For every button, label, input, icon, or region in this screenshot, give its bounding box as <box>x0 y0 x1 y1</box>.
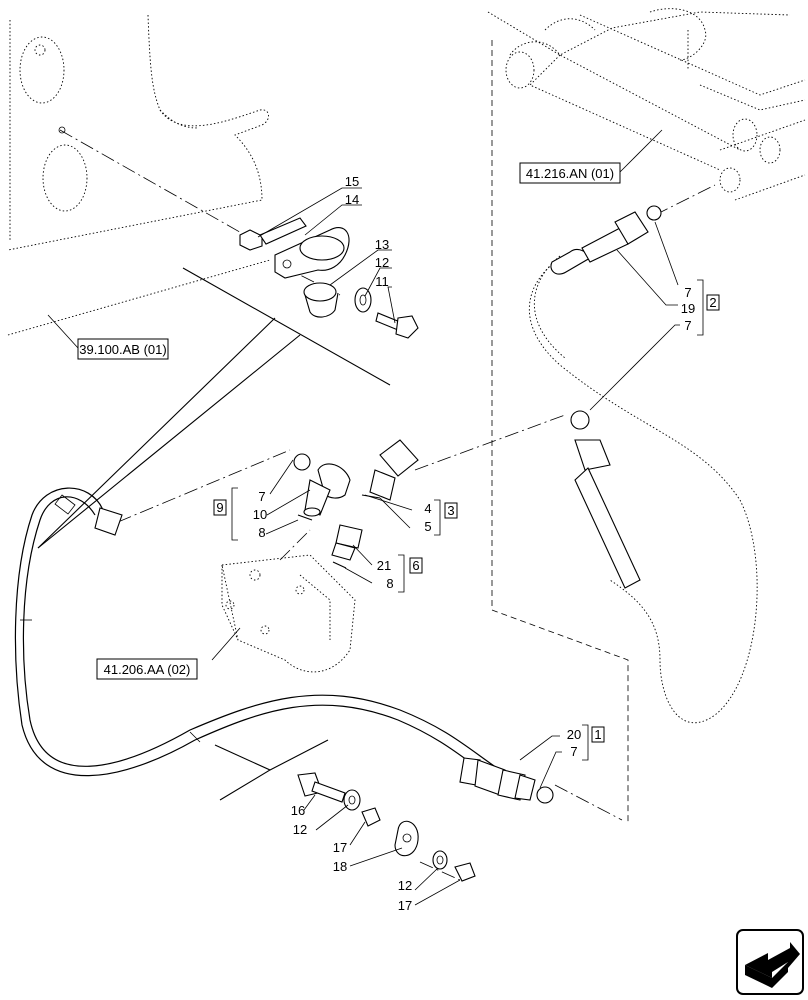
hose-end-fittings <box>94 507 536 801</box>
group-box-1 <box>591 726 605 743</box>
ref-box-39-100[interactable]: 39.100.AB (01) <box>77 338 169 360</box>
callout-12: 12 <box>375 255 389 270</box>
leader-lines <box>47 129 680 906</box>
callout-12: 12 <box>398 878 412 893</box>
ref-label-41-216: 41.216.AN (01) <box>526 166 614 181</box>
callout-8: 8 <box>386 576 393 591</box>
o-ring-7 <box>293 410 590 804</box>
bolt-11 <box>375 312 419 339</box>
washer-12 <box>354 287 372 313</box>
fitting-19 <box>550 205 662 275</box>
callout-7: 7 <box>684 285 691 300</box>
callout-10: 10 <box>253 507 267 522</box>
callout-8: 8 <box>258 525 265 540</box>
callout-5: 5 <box>424 519 431 534</box>
callout-12: 12 <box>293 822 307 837</box>
section-lines <box>37 267 391 801</box>
frame-background <box>7 14 271 336</box>
callout-21: 21 <box>377 558 391 573</box>
callout-17: 17 <box>333 840 347 855</box>
ref-box-41-206[interactable]: 41.206.AA (02) <box>96 658 198 680</box>
clamp-14 <box>274 227 350 279</box>
callout-7: 7 <box>258 489 265 504</box>
group-1: 1 <box>594 727 601 742</box>
cylinder-background <box>487 8 806 201</box>
callouts: 15 14 13 12 11 7 19 7 2 7 10 8 9 4 5 3 2… <box>213 174 720 913</box>
next-page-arrow-icon[interactable] <box>736 929 804 995</box>
washer-12c <box>432 850 448 870</box>
callout-14: 14 <box>345 192 359 207</box>
bolt-15 <box>239 217 307 251</box>
bolt-16 <box>297 772 346 803</box>
adapter-21 <box>331 524 363 561</box>
group-2: 2 <box>709 295 716 310</box>
callout-7: 7 <box>684 318 691 333</box>
callout-16: 16 <box>291 803 305 818</box>
valve-block-background <box>221 554 356 673</box>
callout-20: 20 <box>567 727 581 742</box>
callout-7: 7 <box>570 744 577 759</box>
group-box-3 <box>444 502 458 519</box>
group-3: 3 <box>447 503 454 518</box>
callout-19: 19 <box>681 301 695 316</box>
callout-4: 4 <box>424 501 431 516</box>
elbow-10 <box>303 463 351 517</box>
callout-17: 17 <box>398 898 412 913</box>
assembly-boundary <box>491 40 629 825</box>
washer-12b <box>343 789 361 811</box>
group-6: 6 <box>412 558 419 573</box>
fitting-4 <box>361 439 419 501</box>
callout-15: 15 <box>345 174 359 189</box>
main-hose <box>14 487 501 781</box>
nut-17 <box>361 807 476 882</box>
seal-8 <box>297 514 347 569</box>
group-9: 9 <box>216 500 223 515</box>
group-box-2 <box>706 294 720 311</box>
callout-13: 13 <box>375 237 389 252</box>
callout-18: 18 <box>333 859 347 874</box>
callout-11: 11 <box>375 274 389 289</box>
hose-end-right <box>574 439 641 589</box>
ref-label-41-206: 41.206.AA (02) <box>104 662 191 677</box>
ref-box-41-216[interactable]: 41.216.AN (01) <box>519 162 621 184</box>
spacer-13 <box>303 282 339 318</box>
group-box-9 <box>213 499 227 516</box>
dotted-hose <box>528 255 758 724</box>
clip-18 <box>394 820 419 857</box>
group-box-6 <box>409 557 423 574</box>
ref-label-39-100: 39.100.AB (01) <box>79 342 166 357</box>
